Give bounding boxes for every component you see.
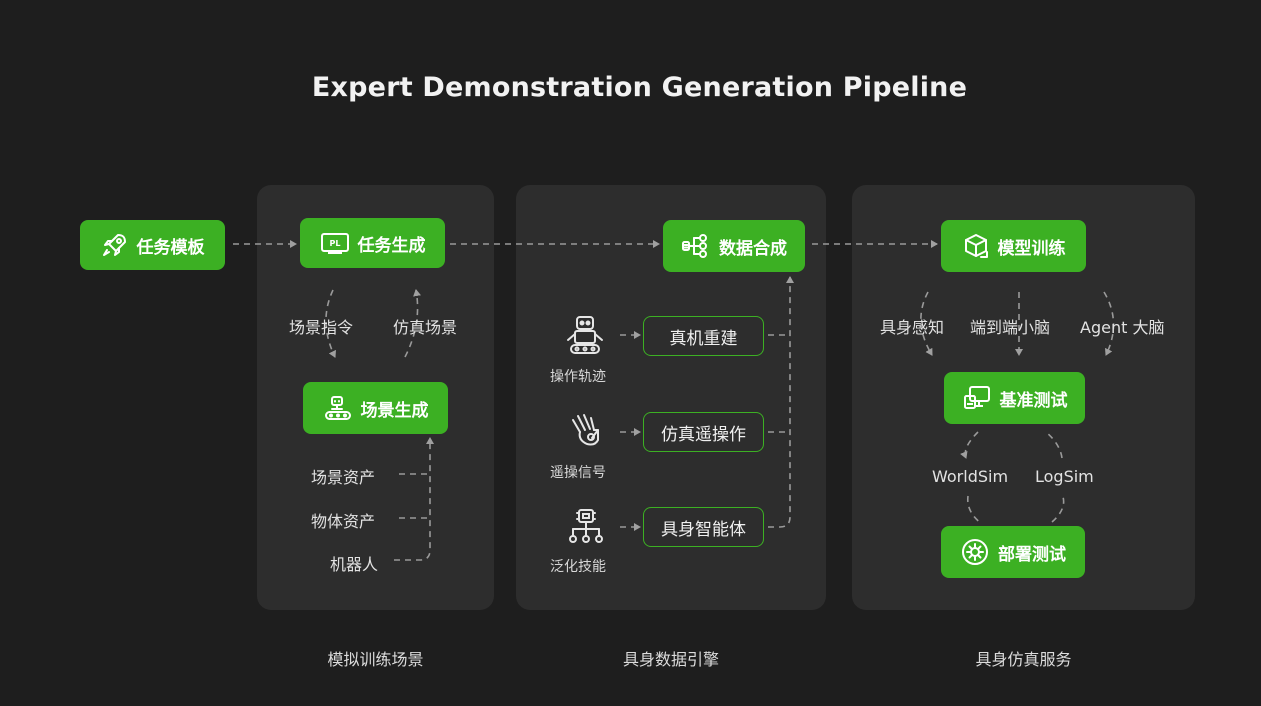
pl-screen-icon: PL	[320, 233, 349, 254]
real-reconstruction-node[interactable]: 真机重建	[643, 316, 764, 356]
task-generation-label: 任务生成	[357, 235, 426, 256]
glove-icon	[572, 414, 599, 446]
embodied-agent-label: 具身智能体	[661, 519, 746, 540]
sim-teleop-label: 仿真遥操作	[661, 424, 746, 445]
real-reconstruction-label: 真机重建	[669, 328, 738, 349]
deploy-test-node[interactable]: 部署测试	[941, 526, 1085, 578]
deploy-test-label: 部署测试	[998, 544, 1066, 565]
sim-teleop-node[interactable]: 仿真遥操作	[643, 412, 764, 452]
scene-instruction-label: 场景指令	[289, 318, 354, 337]
task-template-label: 任务模板	[136, 237, 205, 258]
generalize-skill-label: 泛化技能	[550, 559, 606, 575]
section-label-sim-service: 具身仿真服务	[975, 650, 1072, 669]
sim-scene-label: 仿真场景	[393, 318, 458, 337]
svg-text:PL: PL	[329, 239, 340, 248]
op-trajectory-label: 操作轨迹	[550, 369, 606, 385]
diagram-title: Expert Demonstration Generation Pipeline	[311, 72, 968, 103]
scene-generation-label: 场景生成	[360, 400, 429, 421]
worldsim-label: WorldSim	[932, 467, 1009, 486]
embodied-agent-node[interactable]: 具身智能体	[643, 507, 764, 547]
logsim-label: LogSim	[1035, 467, 1094, 486]
monitor-icon	[963, 386, 990, 409]
data-synthesis-node[interactable]: 数据合成	[663, 220, 805, 272]
model-training-node[interactable]: 模型训练	[941, 220, 1086, 272]
model-training-label: 模型训练	[997, 238, 1066, 259]
rocket-icon	[102, 234, 126, 256]
chip-network-icon	[569, 509, 603, 543]
robot-conveyor-icon	[324, 396, 351, 420]
scene-assets-label: 场景资产	[311, 468, 376, 487]
task-generation-node[interactable]: PL 任务生成	[300, 218, 445, 268]
object-assets-label: 物体资产	[311, 512, 376, 531]
benchmark-test-label: 基准测试	[999, 390, 1068, 411]
gear-circle-icon	[962, 539, 988, 565]
task-template-node[interactable]: 任务模板	[80, 220, 225, 270]
scene-generation-node[interactable]: 场景生成	[303, 382, 448, 434]
section-label-data-engine: 具身数据引擎	[622, 650, 719, 669]
robot-icon	[567, 316, 603, 354]
end-to-end-cerebellum-label: 端到端小脑	[970, 318, 1051, 337]
teleop-signal-label: 遥操信号	[550, 465, 606, 481]
cube-icon	[964, 234, 988, 258]
agent-brain-label: Agent 大脑	[1080, 318, 1165, 337]
data-flow-icon	[682, 234, 707, 258]
section-label-sim-training: 模拟训练场景	[327, 650, 424, 669]
robot-label: 机器人	[330, 555, 379, 574]
embodied-perception-label: 具身感知	[880, 318, 945, 337]
data-synthesis-label: 数据合成	[719, 238, 787, 259]
benchmark-test-node[interactable]: 基准测试	[944, 372, 1085, 424]
